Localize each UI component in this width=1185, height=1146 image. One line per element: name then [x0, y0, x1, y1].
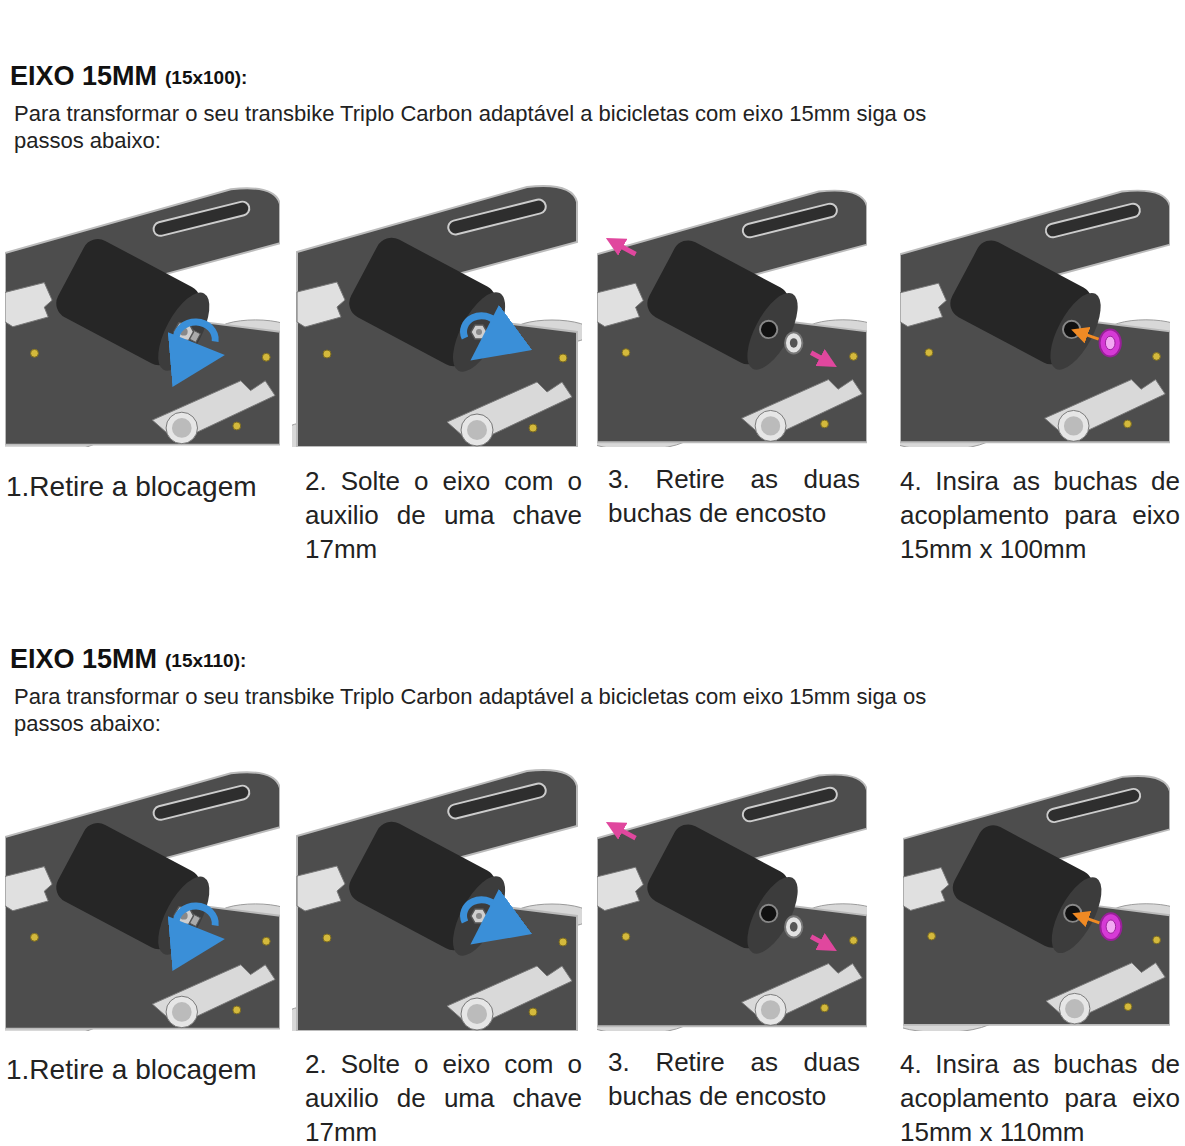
step-caption: 4. Insira as buchas de acoplamento para …: [900, 1047, 1180, 1146]
intro-text: Para transformar o seu transbike Triplo …: [14, 100, 989, 154]
section-heading: EIXO 15MM: [10, 643, 157, 675]
section-heading: EIXO 15MM: [10, 60, 157, 92]
section-1-panels: [0, 182, 1184, 455]
step-caption: 2. Solte o eixo com o auxilio de uma cha…: [305, 464, 582, 566]
step-caption: 3. Retire as duas buchas de encosto: [608, 1045, 860, 1113]
step-caption: 2. Solte o eixo com o auxilio de uma cha…: [305, 1047, 582, 1146]
step-caption: 4. Insira as buchas de acoplamento para …: [900, 464, 1180, 566]
step-caption: 1.Retire a blocagem: [6, 470, 291, 504]
step-caption: 1.Retire a blocagem: [6, 1053, 291, 1087]
intro-text: Para transformar o seu transbike Triplo …: [14, 683, 989, 737]
section-2-panels: [0, 766, 1184, 1039]
section-axle-size: (15x110):: [165, 649, 246, 672]
section-axle-size: (15x100):: [165, 66, 247, 89]
step-caption: 3. Retire as duas buchas de encosto: [608, 462, 860, 530]
